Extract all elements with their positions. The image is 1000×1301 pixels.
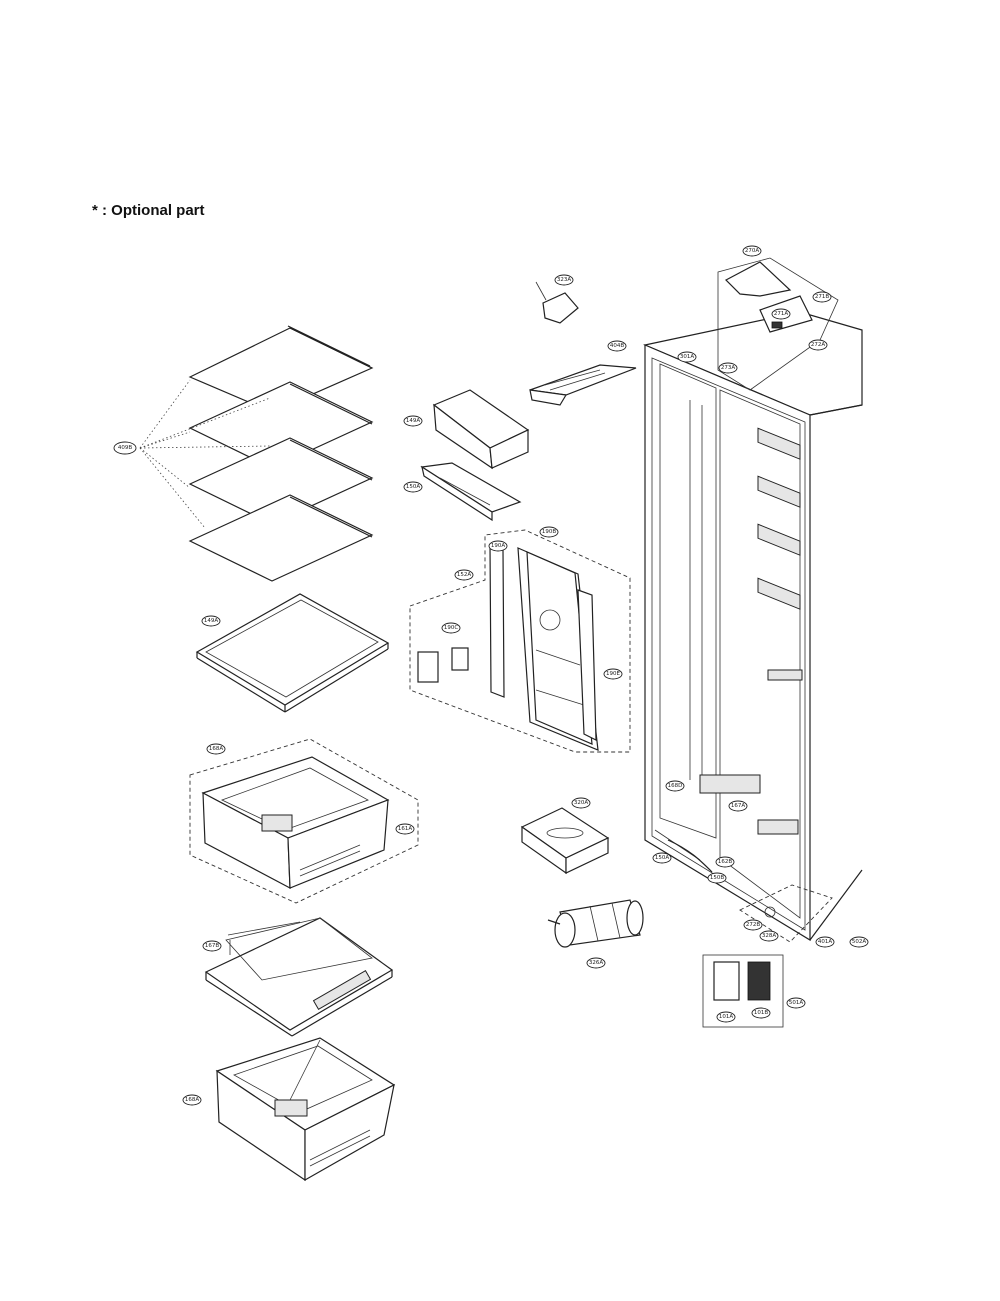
callout-c35: 273A — [718, 362, 738, 374]
crisper-drawer-upper — [189, 738, 419, 904]
svg-text:161A: 161A — [398, 826, 412, 832]
svg-text:101B: 101B — [754, 1010, 768, 1016]
callout-c26: 502A — [849, 936, 869, 948]
svg-text:190C: 190C — [444, 625, 458, 631]
svg-text:149A: 149A — [204, 618, 218, 624]
svg-text:150B: 150B — [710, 875, 724, 881]
callout-c16: 326A — [586, 957, 606, 969]
manual-set-box — [702, 954, 784, 1028]
svg-text:502A: 502A — [852, 939, 866, 945]
svg-text:190E: 190E — [606, 671, 620, 677]
callout-c3: 149A — [403, 415, 423, 427]
water-filter — [547, 899, 644, 948]
svg-text:271A: 271A — [774, 311, 788, 317]
svg-text:272B: 272B — [746, 922, 760, 928]
svg-text:190B: 190B — [542, 529, 556, 535]
callout-c20: 150A — [652, 852, 672, 864]
callout-c5: 190B — [539, 526, 559, 538]
svg-text:152A: 152A — [457, 572, 471, 578]
callout-c29: 101B — [751, 1007, 771, 1019]
callout-c18: 168D — [665, 780, 685, 792]
callout-c7: 152A — [454, 569, 474, 581]
callout-c4: 150A — [403, 481, 423, 493]
svg-text:301A: 301A — [680, 354, 694, 360]
callout-c8: 190C — [441, 622, 461, 634]
callout-c33: 272A — [808, 339, 828, 351]
callout-c27: 501A — [786, 997, 806, 1009]
callout-c21: 162B — [715, 856, 735, 868]
shelf-stack — [139, 325, 374, 582]
svg-text:150A: 150A — [406, 484, 420, 490]
ice-bin — [432, 389, 530, 470]
crisper-drawer-lower — [215, 1037, 396, 1182]
callout-c15: 320A — [571, 797, 591, 809]
callout-c28: 101A — [716, 1011, 736, 1023]
callout-c17: 168A — [182, 1094, 202, 1106]
svg-text:326A: 326A — [589, 960, 603, 966]
drawer-cover — [204, 917, 394, 1037]
svg-text:409B: 409B — [118, 445, 132, 451]
svg-text:150A: 150A — [655, 855, 669, 861]
optional-part-note: * : Optional part — [92, 202, 205, 219]
callout-c34: 271A — [771, 308, 791, 320]
bracket-part — [535, 281, 579, 324]
callout-c31: 270A — [742, 245, 762, 257]
svg-text:149A: 149A — [406, 418, 420, 424]
refrigerator-cabinet — [643, 311, 863, 942]
svg-text:404B: 404B — [610, 343, 624, 349]
svg-text:167A: 167A — [731, 803, 745, 809]
cover-plate — [420, 462, 522, 522]
svg-text:162B: 162B — [718, 859, 732, 865]
callout-c6: 190A — [488, 540, 508, 552]
callout-c11: 149A — [201, 615, 221, 627]
callout-c19: 167A — [728, 800, 748, 812]
callout-c24: 328A — [759, 930, 779, 942]
callout-c13: 161A — [395, 823, 415, 835]
svg-text:328A: 328A — [762, 933, 776, 939]
callout-c30: 301A — [677, 351, 697, 363]
callout-c14: 167B — [202, 940, 222, 952]
svg-text:101A: 101A — [719, 1014, 733, 1020]
svg-text:270A: 270A — [745, 248, 759, 254]
svg-text:271B: 271B — [815, 294, 829, 300]
svg-text:168D: 168D — [668, 783, 683, 789]
svg-text:167B: 167B — [205, 943, 219, 949]
callout-c25: 401A — [815, 936, 835, 948]
svg-text:501A: 501A — [789, 1000, 803, 1006]
callout-c10: 409B — [113, 441, 137, 455]
callout-c32: 271B — [812, 291, 832, 303]
callout-c22: 150B — [707, 872, 727, 884]
lower-hinge — [739, 884, 833, 943]
svg-text:190A: 190A — [491, 543, 505, 549]
callout-c1: 323A — [554, 274, 574, 286]
svg-text:272A: 272A — [811, 342, 825, 348]
evaporator-cover-assembly — [409, 529, 631, 753]
callout-c9: 190E — [603, 668, 623, 680]
svg-text:273A: 273A — [721, 365, 735, 371]
svg-text:323A: 323A — [557, 277, 571, 283]
svg-text:320A: 320A — [574, 800, 588, 806]
callout-c12: 168A — [206, 743, 226, 755]
rail-part — [529, 364, 637, 406]
tray-frame — [195, 593, 390, 713]
svg-text:168A: 168A — [185, 1097, 199, 1103]
svg-text:401A: 401A — [818, 939, 832, 945]
svg-text:168A: 168A — [209, 746, 223, 752]
callout-c23: 272B — [743, 919, 763, 931]
filter-housing-box — [520, 807, 610, 875]
callout-c2: 404B — [607, 340, 627, 352]
